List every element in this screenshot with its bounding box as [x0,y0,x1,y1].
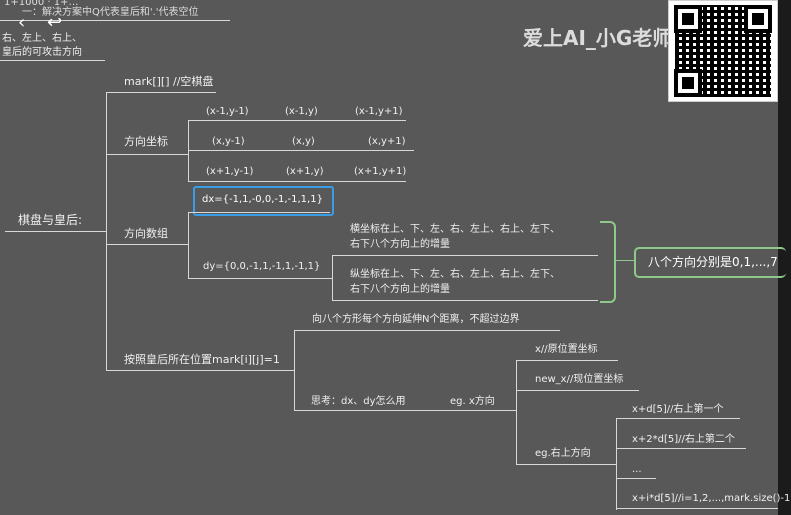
node-uri[interactable]: x+i*d[5]//i=1,2,...,mark.size()-1 [632,493,791,504]
node-dx-desc[interactable]: 横坐标在上、下、左、右、左上、右上、左下、 [350,224,560,235]
qr-code-image [668,0,778,102]
coord-cell[interactable]: (x,y+1) [368,136,406,147]
connector [188,150,414,151]
node-mark[interactable]: mark[][] //空棋盘 [124,75,214,88]
node-orig[interactable]: x//原位置坐标 [535,344,598,355]
node-ur-dots[interactable]: ... [632,464,642,475]
top-node-fragment: 右、左上、右上、 [2,33,82,44]
top-divider [0,20,230,21]
watermark-text: 爱上AI_小G老师 [523,26,673,50]
connector [516,390,639,391]
summary-bracket [600,221,616,303]
node-dy-desc[interactable]: 右下八个方向上的增量 [350,284,450,295]
connector [516,360,517,464]
connector [188,212,189,278]
node-dir-array[interactable]: 方向数组 [124,227,168,240]
connector [106,244,188,245]
connector [294,410,516,411]
nav-bar: ‹ ↩ [18,12,78,33]
node-ur1[interactable]: x+d[5]//右上第一个 [632,404,724,415]
connector [188,181,406,182]
node-dx[interactable]: dx={-1,1,-0,0,-1,-1,1,1} [202,194,323,205]
connector [188,120,189,182]
qr-finder [674,5,702,33]
node-dx-desc[interactable]: 右下八个方向上的增量 [350,239,450,250]
node-extend[interactable]: 向八个方形每个方向延伸N个距离，不超过边界 [312,314,520,325]
back-icon[interactable]: ‹ [18,12,26,33]
coord-cell[interactable]: (x-1,y) [285,106,318,117]
node-eg-ur[interactable]: eg.右上方向 [535,448,591,459]
connector [106,154,188,155]
connector [106,92,107,370]
qr-finder [744,5,772,33]
node-dy[interactable]: dy={0,0,-1,1,-1,1,-1,1} [203,261,321,272]
coord-cell[interactable]: (x+1,y-1) [206,166,254,177]
connector [332,255,598,256]
connector [616,418,617,510]
node-ur2[interactable]: x+2*d[5]//右上第二个 [632,434,735,445]
coord-cell[interactable]: (x-1,y-1) [206,106,249,117]
node-place[interactable]: 按照皇后所在位置mark[i][j]=1 [124,353,280,366]
coord-cell[interactable]: (x-1,y+1) [355,106,403,117]
top-node-underline [0,60,105,61]
right-edge-bar [778,0,791,515]
coord-cell[interactable]: (x+1,y) [286,166,324,177]
connector [294,330,560,331]
connector [294,330,295,410]
connector [106,92,216,93]
selected-node-outline [193,186,334,216]
connector [516,360,618,361]
node-dy-desc[interactable]: 纵坐标在上、下、左、右、左上、右上、左下、 [350,269,560,280]
top-node-fragment: 一：解决方案中Q代表皇后和'.'代表空位 [22,7,199,18]
coord-cell[interactable]: (x+1,y+1) [354,166,407,177]
summary-text: 八个方向分别是0,1,...,7 [648,255,778,269]
node-dir-coord[interactable]: 方向坐标 [124,135,168,148]
connector [5,231,106,232]
connector [616,418,740,419]
summary-connector [616,260,634,261]
top-node-fragment: 皇后的可攻击方向 [2,47,82,58]
qr-finder [674,69,702,97]
connector [616,448,746,449]
connector [616,508,778,509]
connector [188,278,332,279]
connector [188,212,330,213]
connector [332,255,333,300]
summary-node[interactable]: 八个方向分别是0,1,...,7 [634,247,786,278]
root-node[interactable]: 棋盘与皇后: [18,213,83,227]
node-eg-x[interactable]: eg. x方向 [450,396,495,407]
connector [332,300,598,301]
connector [106,370,294,371]
node-new[interactable]: new_x//现位置坐标 [535,374,624,385]
top-node-fragment: 1+1000 · 1+… [4,0,79,8]
node-think[interactable]: 思考：dx、dy怎么用 [311,396,406,407]
connector [616,478,656,479]
return-icon[interactable]: ↩ [46,12,63,33]
coord-cell[interactable]: (x,y) [292,136,315,147]
connector [516,464,616,465]
connector [188,120,406,121]
coord-cell[interactable]: (x,y-1) [212,136,245,147]
